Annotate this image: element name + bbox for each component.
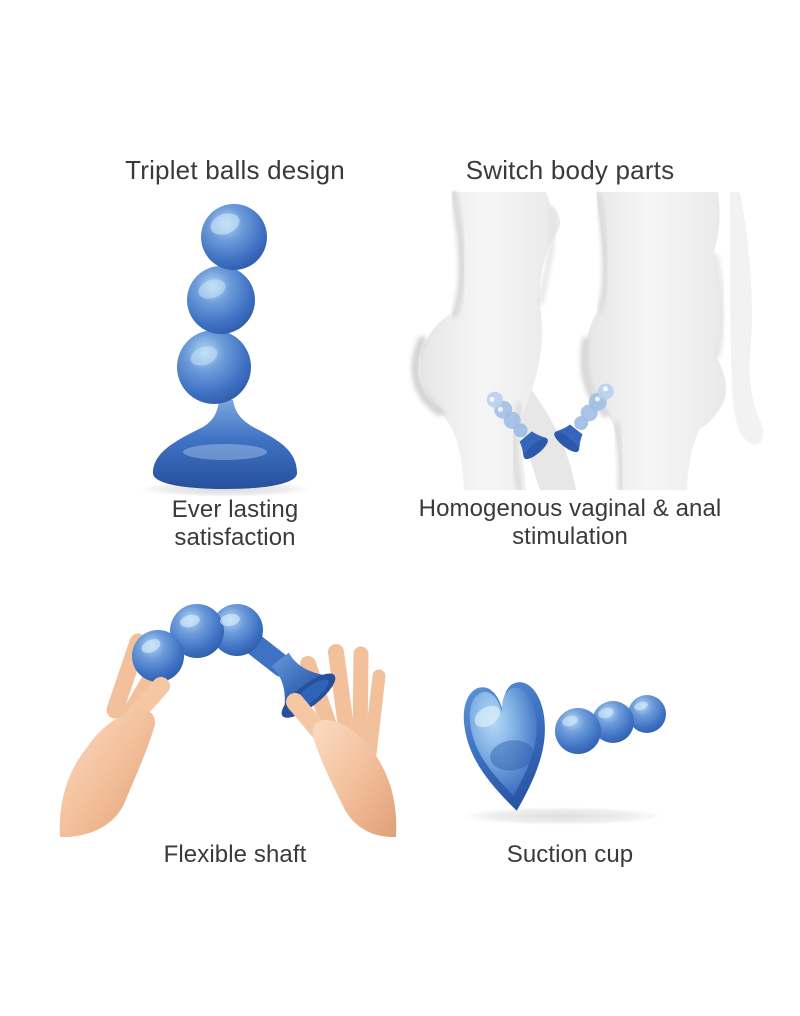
toy-base-flare — [519, 431, 547, 458]
suction-cup-base-image — [462, 682, 666, 825]
concave-shadow — [490, 740, 534, 771]
toy-sheen — [489, 396, 495, 402]
front-shading — [538, 207, 556, 305]
toy-ball — [555, 708, 601, 754]
toy-sheen — [497, 406, 503, 412]
product-floor-shadow — [462, 807, 662, 825]
thigh-shading — [511, 402, 523, 490]
toy-sheen — [594, 396, 600, 402]
female-torso — [420, 192, 560, 490]
left-palm-and-wrist — [59, 709, 155, 837]
ball-sheen — [190, 346, 218, 366]
toy-tip-bead — [597, 383, 614, 400]
toy-base-mouth — [524, 438, 548, 460]
ball-sheen — [634, 701, 648, 711]
thigh-shading — [613, 421, 624, 490]
belly-shading — [713, 253, 725, 359]
bent-toy — [132, 604, 336, 718]
feature-caption-triplet-balls: Ever lasting satisfaction — [171, 496, 299, 552]
far-arm — [730, 192, 764, 445]
ball-sheen — [141, 639, 161, 653]
base-sheen — [183, 444, 267, 460]
back-shading — [450, 190, 466, 318]
bottom-ball — [177, 330, 251, 404]
feature-caption-switch-body-parts: Homogenous vaginal & anal stimulation — [418, 495, 722, 551]
toy-sheen — [602, 386, 608, 392]
shaft-beads — [555, 695, 666, 754]
male-torso — [585, 192, 726, 490]
toy-base-flare — [555, 424, 583, 451]
feature-title-triplet-balls: Triplet balls design — [125, 155, 345, 185]
top-ball — [201, 204, 267, 270]
heart-sheen — [474, 705, 501, 728]
pinky-finger — [363, 669, 386, 761]
right-palm-and-wrist — [312, 719, 397, 837]
toy-tip-bead — [486, 391, 503, 408]
toy-ball — [170, 604, 224, 658]
feature-caption-suction-cup: Suction cup — [506, 841, 634, 868]
ball-sheen — [598, 707, 614, 719]
toy-ball — [132, 630, 184, 682]
male-figure — [580, 192, 764, 490]
ball-sheen — [210, 213, 240, 235]
body-figures-image — [411, 190, 764, 490]
heart-suction-cup — [463, 682, 545, 811]
beaded-dildo-image — [139, 204, 311, 497]
toy-ball — [628, 695, 666, 733]
ball-sheen — [180, 614, 200, 628]
feature-title-switch-body-parts: Switch body parts — [465, 155, 675, 185]
feature-caption-flexible-shaft: Flexible shaft — [163, 841, 307, 868]
back-shading — [596, 193, 609, 313]
toy-base-mouth — [554, 431, 579, 453]
suction-base-dome — [153, 400, 297, 489]
ball-sheen — [198, 279, 226, 299]
buttock-shading — [411, 336, 444, 416]
ring-finger — [352, 646, 369, 755]
middle-ball — [187, 266, 255, 334]
toy-anal-position — [554, 383, 614, 453]
ball-sheen — [220, 613, 240, 627]
ball-sheen — [562, 715, 578, 727]
female-figure — [411, 190, 576, 490]
toy-vaginal-position — [486, 391, 548, 460]
hands-bending-product-image — [59, 604, 397, 837]
